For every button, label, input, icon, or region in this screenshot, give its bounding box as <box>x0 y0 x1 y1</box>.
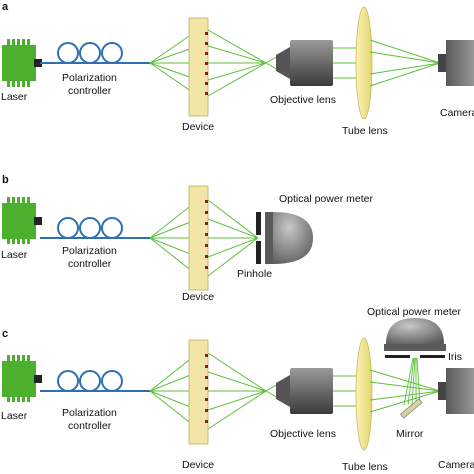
camera-a <box>438 40 474 86</box>
laser-c-label: Laser <box>1 410 28 422</box>
panel-a-letter: a <box>2 1 9 13</box>
tube-lens-a <box>355 6 373 120</box>
optical-power-meter-b-label: Optical power meter <box>279 193 373 205</box>
polarization-b-line1: Polarization <box>62 245 117 257</box>
camera-c <box>438 368 474 414</box>
optical-power-meter-c <box>384 318 446 351</box>
pinhole-b-label: Pinhole <box>237 268 272 280</box>
objective-lens-c-label: Objective lens <box>270 428 336 440</box>
device-a-marks <box>205 32 208 95</box>
beam-b-out <box>207 199 259 277</box>
camera-c-label: Camera <box>438 459 474 471</box>
pinhole-b <box>256 212 261 264</box>
objective-lens-a-label: Objective lens <box>270 94 336 106</box>
laser-a-label: Laser <box>1 91 28 103</box>
objective-lens-c <box>276 368 333 414</box>
tube-lens-c <box>355 337 373 451</box>
device-a <box>188 17 209 117</box>
device-b-marks <box>205 200 208 269</box>
device-a-label: Device <box>182 121 214 133</box>
laser-c <box>2 355 42 402</box>
polarization-c-line1: Polarization <box>62 407 117 419</box>
device-b-label: Device <box>182 291 214 303</box>
panel-b-letter: b <box>2 174 9 186</box>
beam-c-cam <box>369 369 441 413</box>
tube-lens-a-label: Tube lens <box>342 125 388 137</box>
device-c-label: Device <box>182 459 214 471</box>
beam-c-reflected <box>403 357 421 406</box>
optical-power-meter-b <box>265 212 313 264</box>
polarization-c-line2: controller <box>68 420 112 432</box>
polarization-controller-a <box>57 42 123 64</box>
mirror-c-label: Mirror <box>396 428 424 440</box>
tube-lens-c-label: Tube lens <box>342 461 388 473</box>
mirror-c <box>399 398 423 419</box>
panel-b: b Laser Polarization controller Dev <box>1 174 373 303</box>
device-c-marks <box>205 354 208 423</box>
objective-lens-a <box>276 40 333 86</box>
polarization-b-line2: controller <box>68 258 112 270</box>
device-c <box>188 339 209 445</box>
beam-a-cam <box>369 39 441 87</box>
iris-c <box>385 355 445 358</box>
polarization-controller-b <box>57 217 123 239</box>
polarization-a-line1: Polarization <box>62 72 117 84</box>
laser-a <box>2 39 42 87</box>
panel-c: c Laser Polarization controller Dev <box>1 306 474 473</box>
polarization-a-line2: controller <box>68 85 112 97</box>
panel-a: a Laser Polarization controller <box>1 1 474 137</box>
laser-b <box>2 197 42 244</box>
iris-c-label: Iris <box>448 351 462 363</box>
polarization-controller-c <box>57 370 123 392</box>
laser-b-label: Laser <box>1 249 28 261</box>
optical-power-meter-c-label: Optical power meter <box>367 306 461 318</box>
camera-a-label: Camera <box>440 107 474 119</box>
panel-c-letter: c <box>2 328 8 340</box>
